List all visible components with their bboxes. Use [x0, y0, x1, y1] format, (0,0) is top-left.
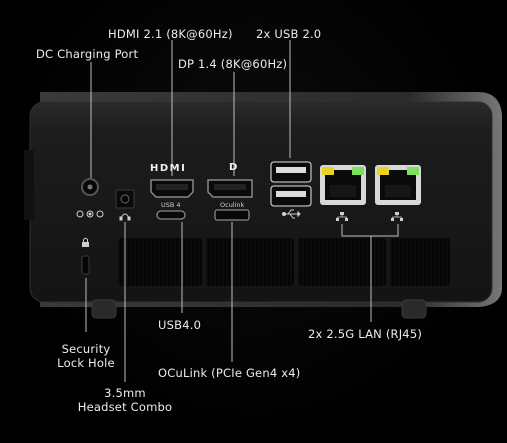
- headset-jack: [115, 189, 135, 209]
- usb2-ports: [270, 161, 312, 207]
- power-polarity-icon: [76, 210, 104, 218]
- label-usb4: USB4.0: [158, 318, 202, 332]
- displayport-logo: D: [229, 162, 238, 173]
- dc-charging-port: [81, 178, 99, 196]
- hdmi-port: [150, 179, 194, 198]
- vent-grilles: [118, 238, 450, 286]
- usb4-marking: USB 4: [161, 201, 181, 209]
- label-oculink: OCuLink (PCIe Gen4 x4): [158, 366, 301, 380]
- leader-lines: [85, 40, 399, 382]
- label-displayport: DP 1.4 (8K@60Hz): [178, 57, 288, 71]
- label-dc-charging-port: DC Charging Port: [36, 47, 139, 61]
- oculink-marking: Oculink: [220, 201, 245, 209]
- security-lock-hole: [81, 255, 90, 275]
- label-security-lock-hole: Security Lock Hole: [57, 342, 115, 370]
- hdmi-logo: HDMI: [150, 163, 187, 174]
- lan-port-1: [320, 165, 366, 205]
- label-hdmi: HDMI 2.1 (8K@60Hz): [108, 27, 233, 41]
- oculink-port: [214, 209, 250, 221]
- network-icon: [336, 212, 403, 221]
- headset-icon: [119, 213, 131, 221]
- usb4-port: [156, 210, 186, 220]
- label-headset-combo: 3.5mm Headset Combo: [77, 386, 173, 414]
- chassis-feet: [91, 299, 427, 319]
- lock-icon: [82, 237, 89, 247]
- label-usb2: 2x USB 2.0: [256, 27, 322, 41]
- lan-port-2: [375, 165, 421, 205]
- displayport-port: [207, 179, 253, 198]
- usb-icon: [282, 209, 301, 219]
- label-lan: 2x 2.5G LAN (RJ45): [308, 327, 423, 341]
